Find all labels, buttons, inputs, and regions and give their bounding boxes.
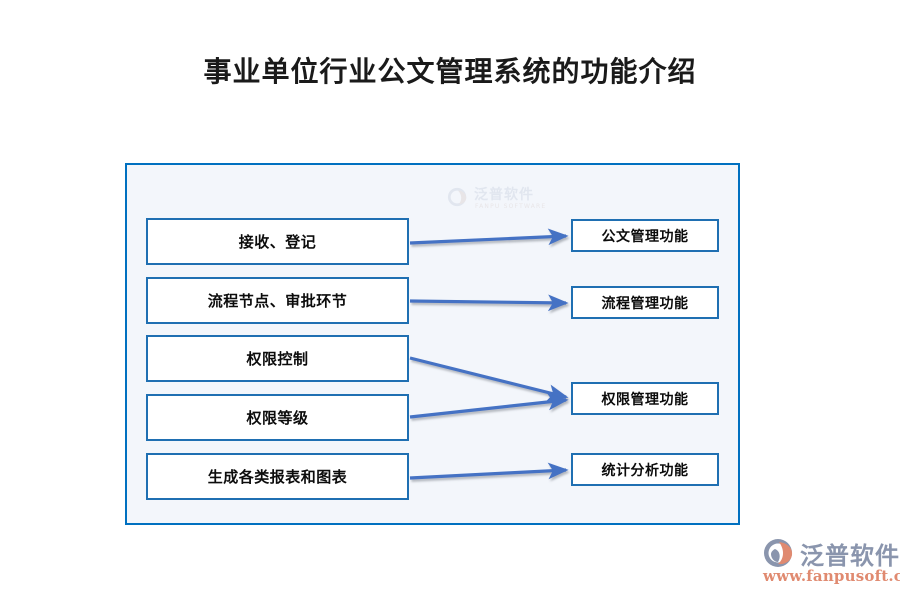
page-title: 事业单位行业公文管理系统的功能介绍	[203, 55, 697, 88]
watermark-en-text: FANPU SOFTWARE	[475, 203, 547, 210]
watermark-cn-text: 泛普软件	[474, 187, 534, 203]
brand-logo: 泛普软件 www.fanpusoft.com	[762, 536, 900, 588]
node-right-document-management[interactable]: 公文管理功能	[571, 219, 719, 252]
fanpu-logo-icon	[764, 539, 793, 567]
node-right-permission-management[interactable]: 权限管理功能	[571, 382, 719, 415]
brand-name-cn: 泛普软件	[800, 542, 900, 570]
node-right-statistics-analysis[interactable]: 统计分析功能	[571, 453, 719, 486]
node-left-permission-control[interactable]: 权限控制	[146, 335, 409, 382]
node-left-flow-node-approval[interactable]: 流程节点、审批环节	[146, 277, 409, 324]
node-right-flow-management[interactable]: 流程管理功能	[571, 286, 719, 319]
panel-watermark: 泛普软件 FANPU SOFTWARE	[447, 183, 572, 217]
node-left-generate-reports-charts[interactable]: 生成各类报表和图表	[146, 453, 409, 500]
node-left-permission-level[interactable]: 权限等级	[146, 394, 409, 441]
brand-url: www.fanpusoft.com	[763, 567, 900, 585]
node-left-receive-register[interactable]: 接收、登记	[146, 218, 409, 265]
watermark-logo-icon	[447, 187, 467, 207]
